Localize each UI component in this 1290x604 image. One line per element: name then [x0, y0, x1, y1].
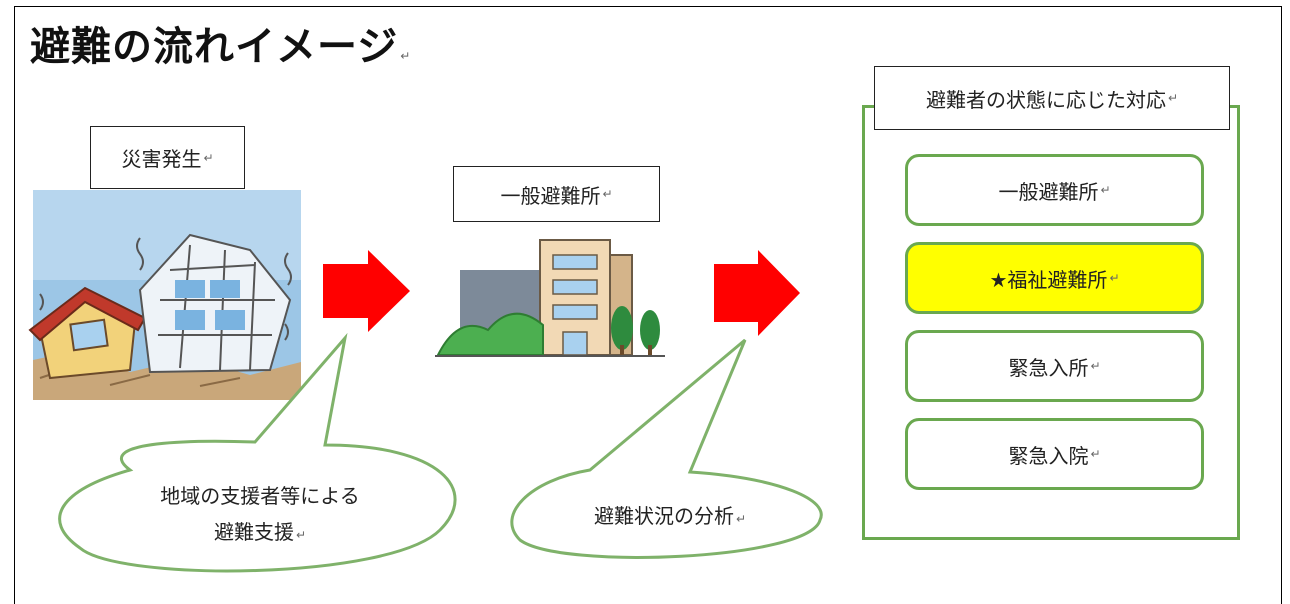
flow-arrow-2: [714, 250, 800, 336]
title-text: 避難の流れイメージ: [30, 24, 399, 70]
analysis-bubble-text: 避難状況の分析↵: [530, 498, 810, 537]
shelter-building-illustration: [435, 239, 665, 357]
return-mark: ↵: [1167, 91, 1179, 105]
return-mark: ↵: [400, 49, 412, 63]
analysis-bubble: [510, 338, 823, 559]
return-mark: ↵: [1090, 447, 1101, 461]
flow-arrow-1: [323, 250, 410, 332]
shelter-label-text: 一般避難所: [500, 183, 601, 208]
support-bubble-line1: 地域の支援者等による: [160, 484, 360, 508]
analysis-bubble-label: 避難状況の分析: [593, 504, 734, 528]
option-emergency-admission: 緊急入所↵: [905, 330, 1204, 402]
response-panel-heading-text: 避難者の状態に応じた対応: [925, 87, 1166, 112]
return-mark: ↵: [1100, 183, 1111, 197]
response-panel-heading: 避難者の状態に応じた対応↵: [874, 66, 1230, 130]
option-label: ★福祉避難所: [989, 267, 1108, 292]
diagram-frame: [14, 6, 1282, 604]
return-mark: ↵: [1090, 359, 1101, 373]
disaster-label: 災害発生↵: [90, 126, 245, 189]
shelter-label: 一般避難所↵: [453, 166, 660, 222]
support-bubble-text: 地域の支援者等による 避難支援↵: [100, 478, 420, 553]
disaster-label-text: 災害発生: [121, 147, 202, 171]
return-mark: ↵: [1109, 271, 1120, 285]
option-label: 一般避難所: [998, 179, 1099, 204]
return-mark: ↵: [203, 150, 214, 165]
return-mark: ↵: [735, 512, 747, 526]
support-bubble-line2-wrap: 避難支援↵: [100, 514, 420, 553]
option-emergency-hospitalization: 緊急入院↵: [905, 418, 1204, 490]
option-label: 緊急入所: [1008, 355, 1089, 380]
return-mark: ↵: [295, 528, 307, 542]
support-bubble-line2: 避難支援: [213, 520, 294, 544]
support-bubble: [58, 332, 457, 573]
option-label: 緊急入院: [1008, 443, 1089, 468]
option-welfare-shelter: ★福祉避難所↵: [905, 242, 1204, 314]
collapsed-building-illustration: [28, 190, 301, 400]
option-general-shelter: 一般避難所↵: [905, 154, 1204, 226]
page-title: 避難の流れイメージ↵: [30, 14, 411, 72]
return-mark: ↵: [602, 187, 613, 201]
